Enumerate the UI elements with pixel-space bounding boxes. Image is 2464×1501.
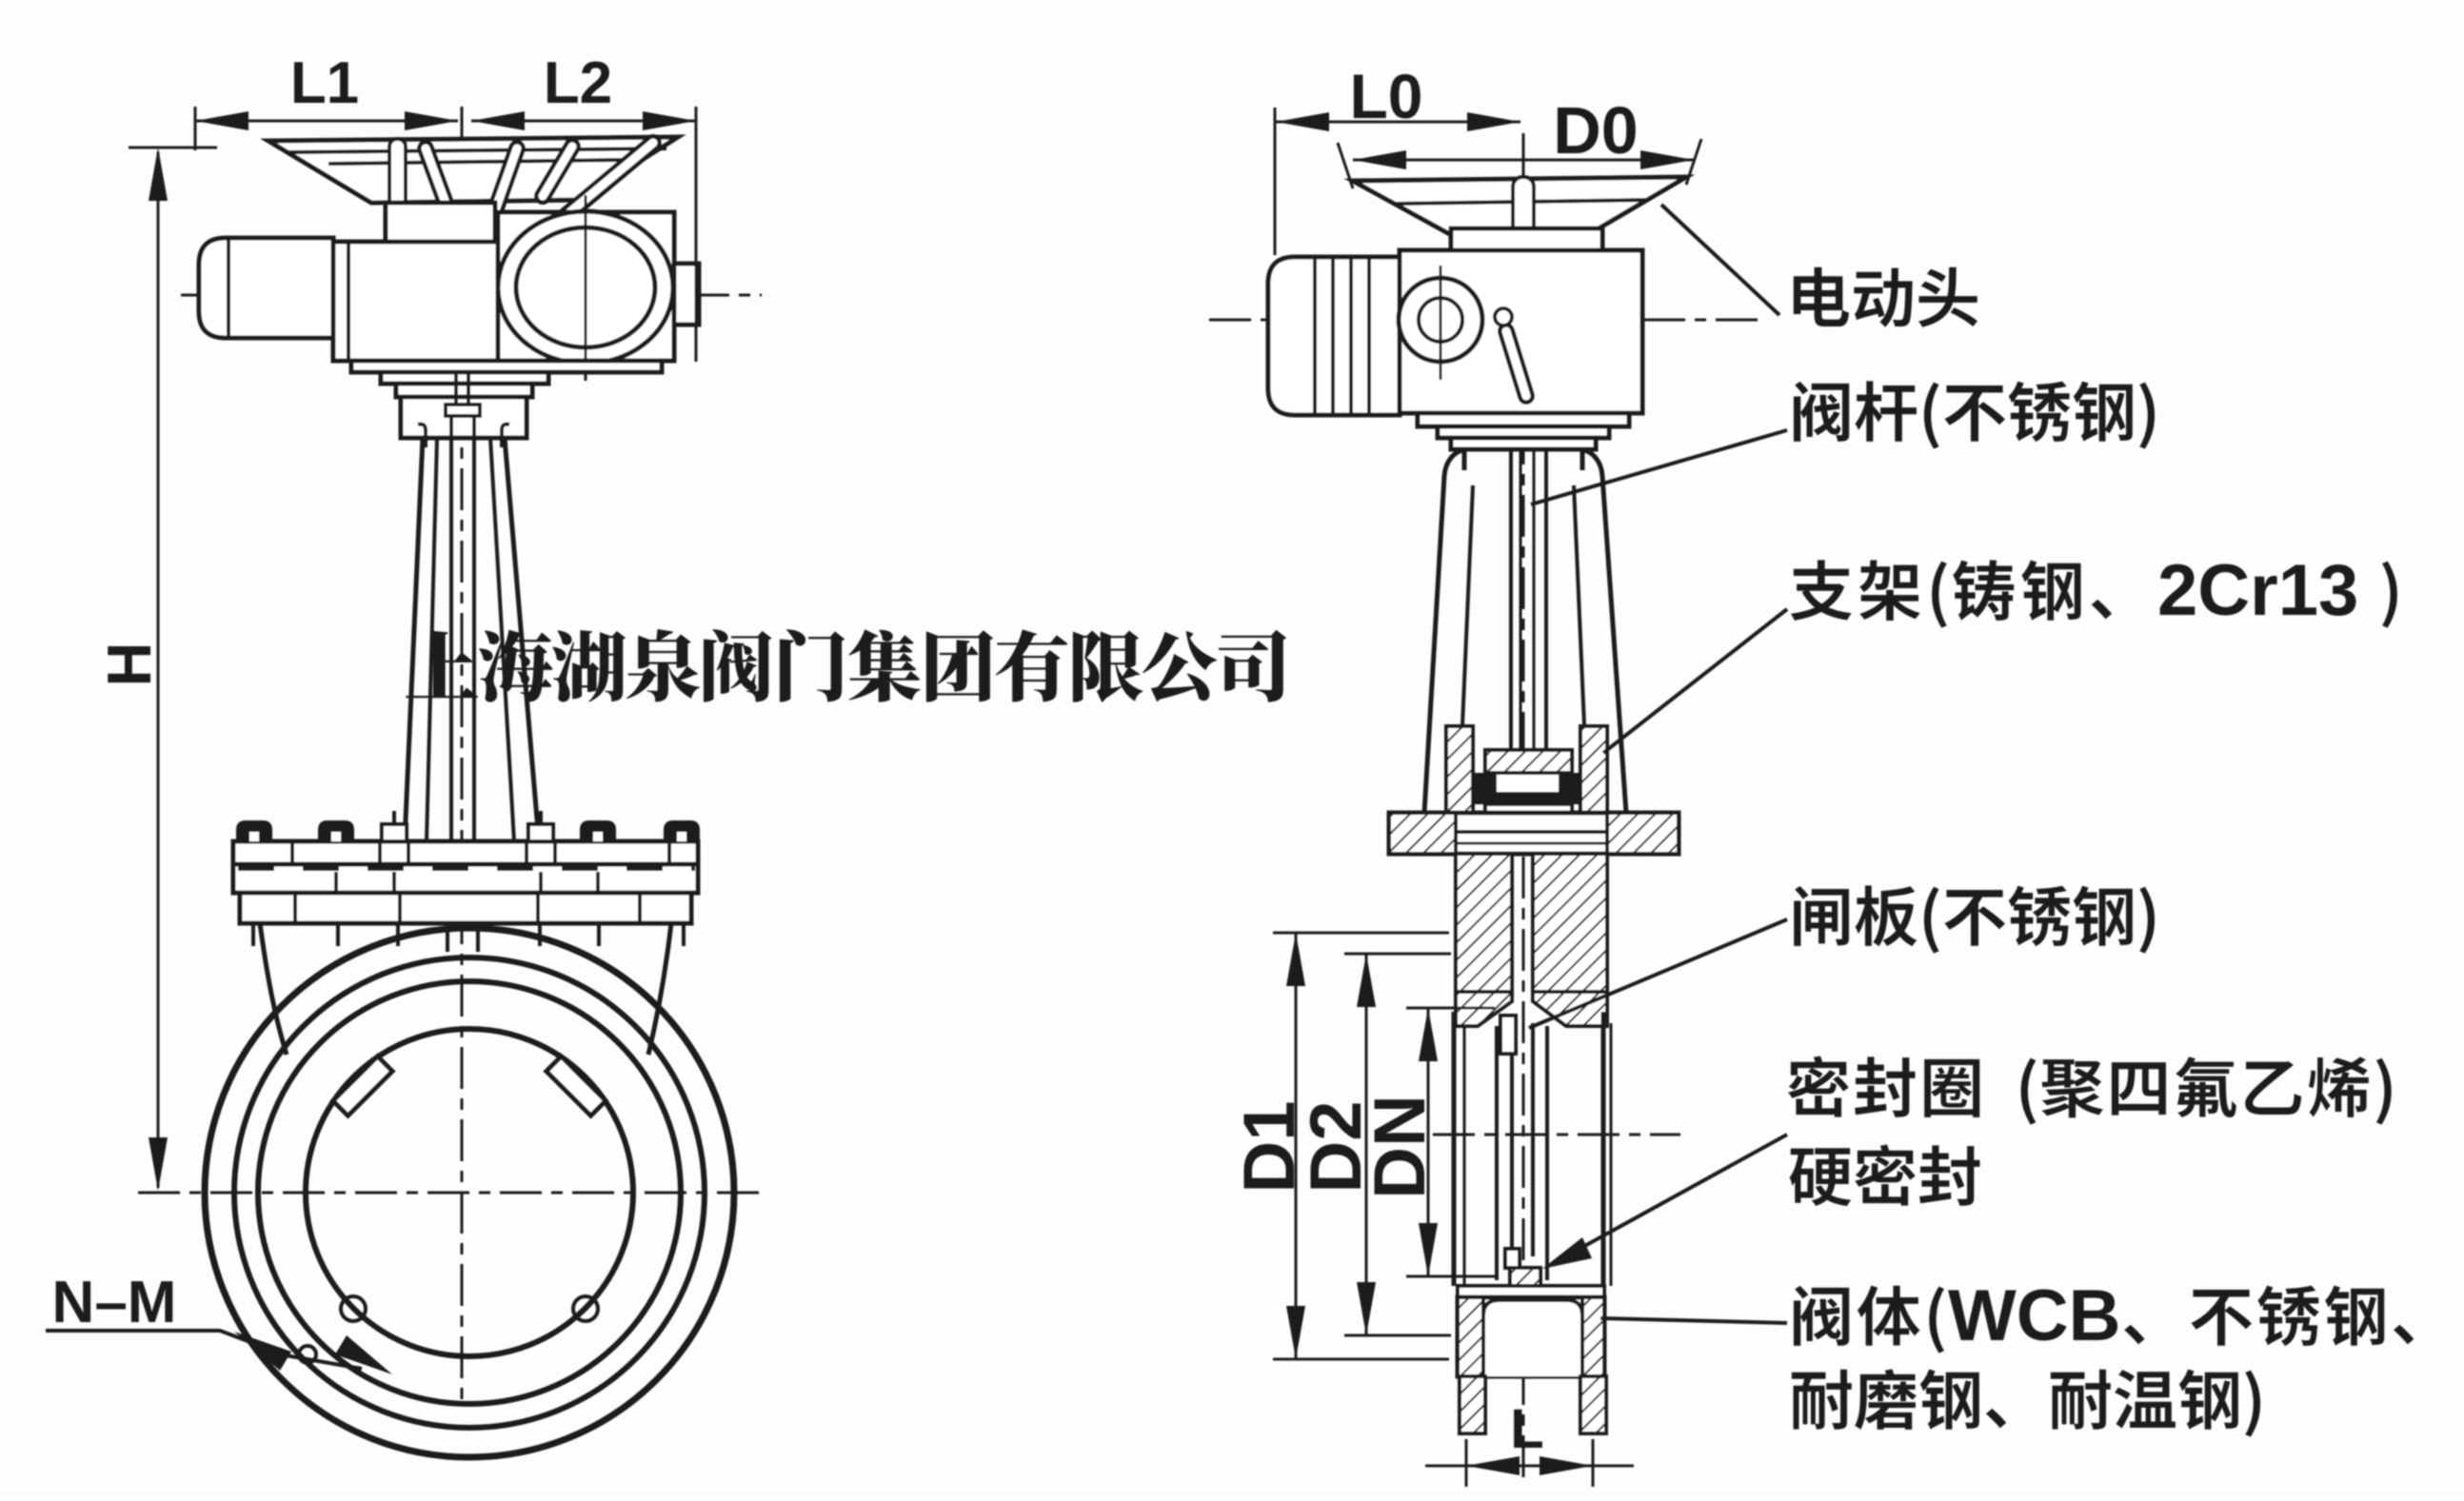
svg-text:DN: DN [1360, 1095, 1441, 1199]
svg-text:WCB: WCB [1948, 1275, 2121, 1356]
svg-text:D2: D2 [1296, 1100, 1377, 1193]
svg-text:D1: D1 [1229, 1100, 1310, 1193]
svg-text:L1: L1 [290, 50, 359, 116]
svg-text:L2: L2 [544, 50, 612, 116]
svg-text:N–M: N–M [52, 1270, 177, 1335]
svg-text:L: L [1510, 1398, 1543, 1460]
svg-text:2Cr13: 2Cr13 [2157, 550, 2358, 631]
svg-text:H: H [94, 642, 164, 687]
svg-text:L0: L0 [1349, 61, 1422, 131]
svg-text:D0: D0 [1553, 93, 1638, 168]
